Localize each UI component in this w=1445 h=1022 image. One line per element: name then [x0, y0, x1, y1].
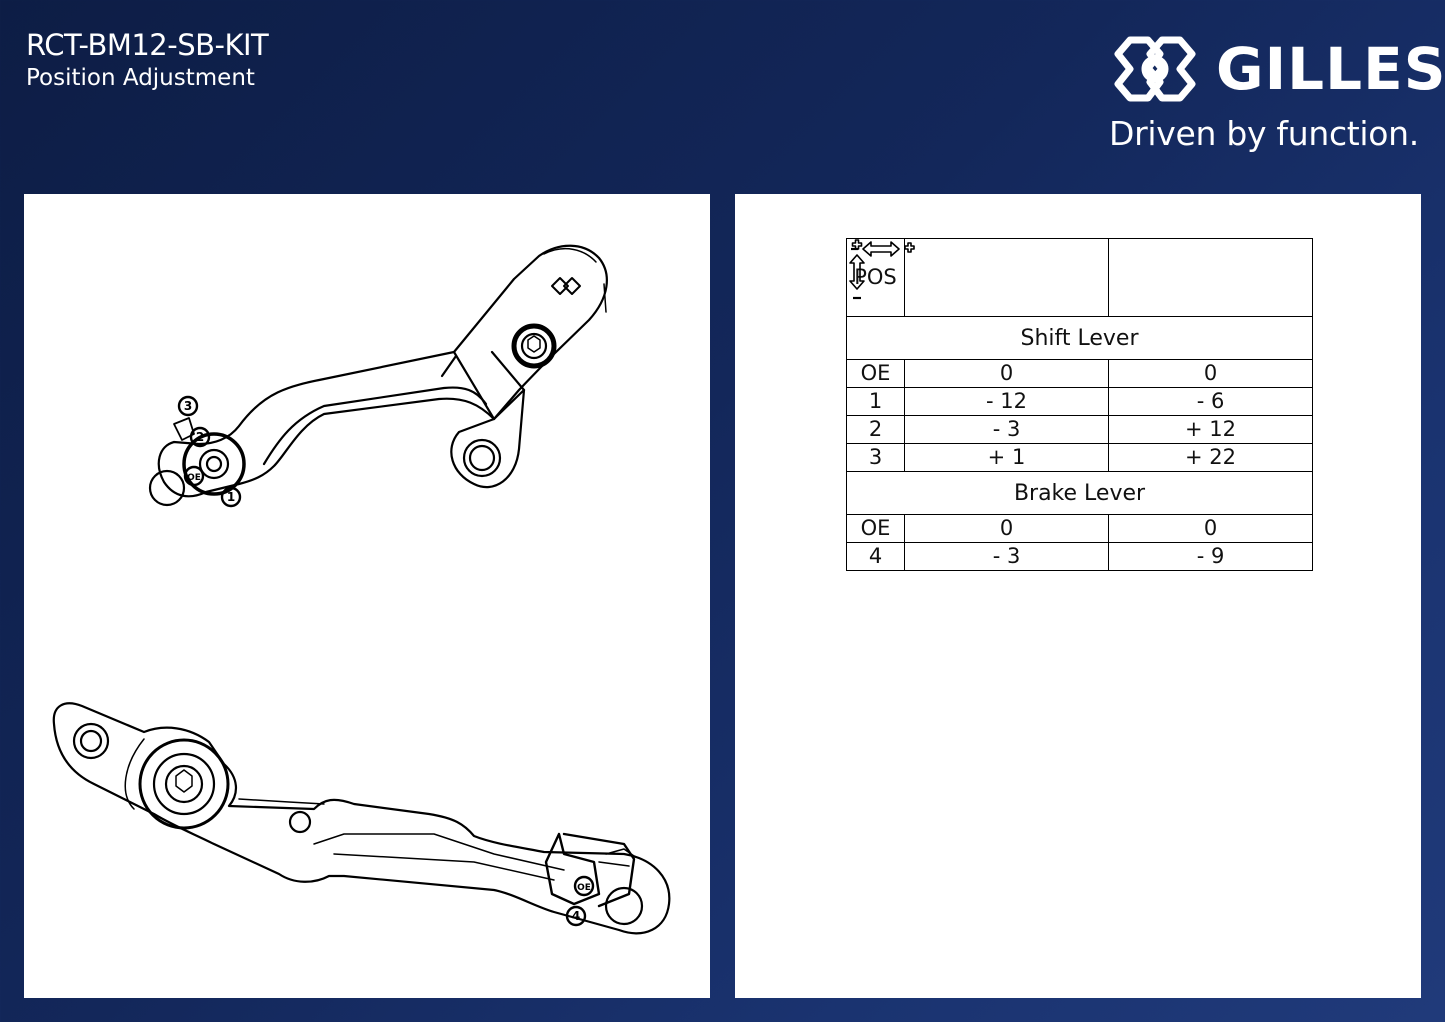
horizontal-cell: 0 — [904, 359, 1109, 388]
section-title-brake-lever: Brake Lever — [846, 471, 1313, 515]
horizontal-cell: - 12 — [904, 387, 1109, 416]
horizontal-cell: + 1 — [904, 443, 1109, 472]
table-header-row: POS — [846, 238, 1313, 317]
position-table: POS — [846, 238, 1313, 571]
callout-1: 1 — [227, 490, 235, 504]
lever-drawings: 3 2 OE 1 OE 4 — [52, 244, 671, 935]
gilles-logo — [1114, 36, 1196, 102]
table-row: 3 + 1 + 22 — [846, 443, 1313, 472]
pos-cell: OE — [846, 359, 905, 388]
brand-name: GILLES — [1216, 35, 1445, 103]
vertical-header — [848, 238, 1313, 317]
drawing-panel: 3 2 OE 1 OE 4 — [24, 194, 710, 998]
brand-tagline: Driven by function. — [1109, 114, 1419, 153]
document-title: RCT-BM12-SB-KIT — [26, 28, 269, 62]
table-row: OE 0 0 — [846, 359, 1313, 388]
vertical-cell: + 22 — [1108, 443, 1313, 472]
pos-cell: 2 — [846, 415, 905, 444]
brake-lever-callouts — [565, 875, 595, 927]
shift-lever-callouts — [177, 395, 242, 508]
section-row-brake-lever: Brake Lever — [846, 471, 1313, 515]
table-row: 2 - 3 + 12 — [846, 415, 1313, 444]
brake-lever-drawing — [52, 702, 671, 935]
callout-oe-shift: OE — [187, 473, 201, 483]
horizontal-cell: - 3 — [904, 542, 1109, 571]
vertical-cell: 0 — [1108, 359, 1313, 388]
table-row: 4 - 3 - 9 — [846, 542, 1313, 571]
vertical-cell: - 6 — [1108, 387, 1313, 416]
table-row: OE 0 0 — [846, 514, 1313, 543]
horizontal-header — [850, 238, 1109, 317]
table-row: 1 - 12 - 6 — [846, 387, 1313, 416]
pos-cell: 4 — [846, 542, 905, 571]
shift-lever-drawing — [148, 244, 608, 507]
horizontal-cell: 0 — [904, 514, 1109, 543]
pos-cell: OE — [846, 514, 905, 543]
pos-cell: 3 — [846, 443, 905, 472]
vertical-cell: + 12 — [1108, 415, 1313, 444]
plus-up-down-arrow-minus-icon — [848, 238, 865, 299]
document-subtitle: Position Adjustment — [26, 65, 255, 91]
section-row-shift-lever: Shift Lever — [846, 316, 1313, 360]
callout-oe-brake: OE — [577, 883, 591, 893]
pos-cell: 1 — [846, 387, 905, 416]
table-panel: POS — [735, 194, 1421, 998]
callout-2: 2 — [196, 430, 204, 444]
callout-3: 3 — [184, 399, 192, 413]
gilles-emblem-icon — [1114, 36, 1196, 102]
horizontal-cell: - 3 — [904, 415, 1109, 444]
vertical-cell: 0 — [1108, 514, 1313, 543]
callout-4: 4 — [572, 909, 580, 923]
section-title-shift-lever: Shift Lever — [846, 316, 1313, 360]
vertical-cell: - 9 — [1108, 542, 1313, 571]
